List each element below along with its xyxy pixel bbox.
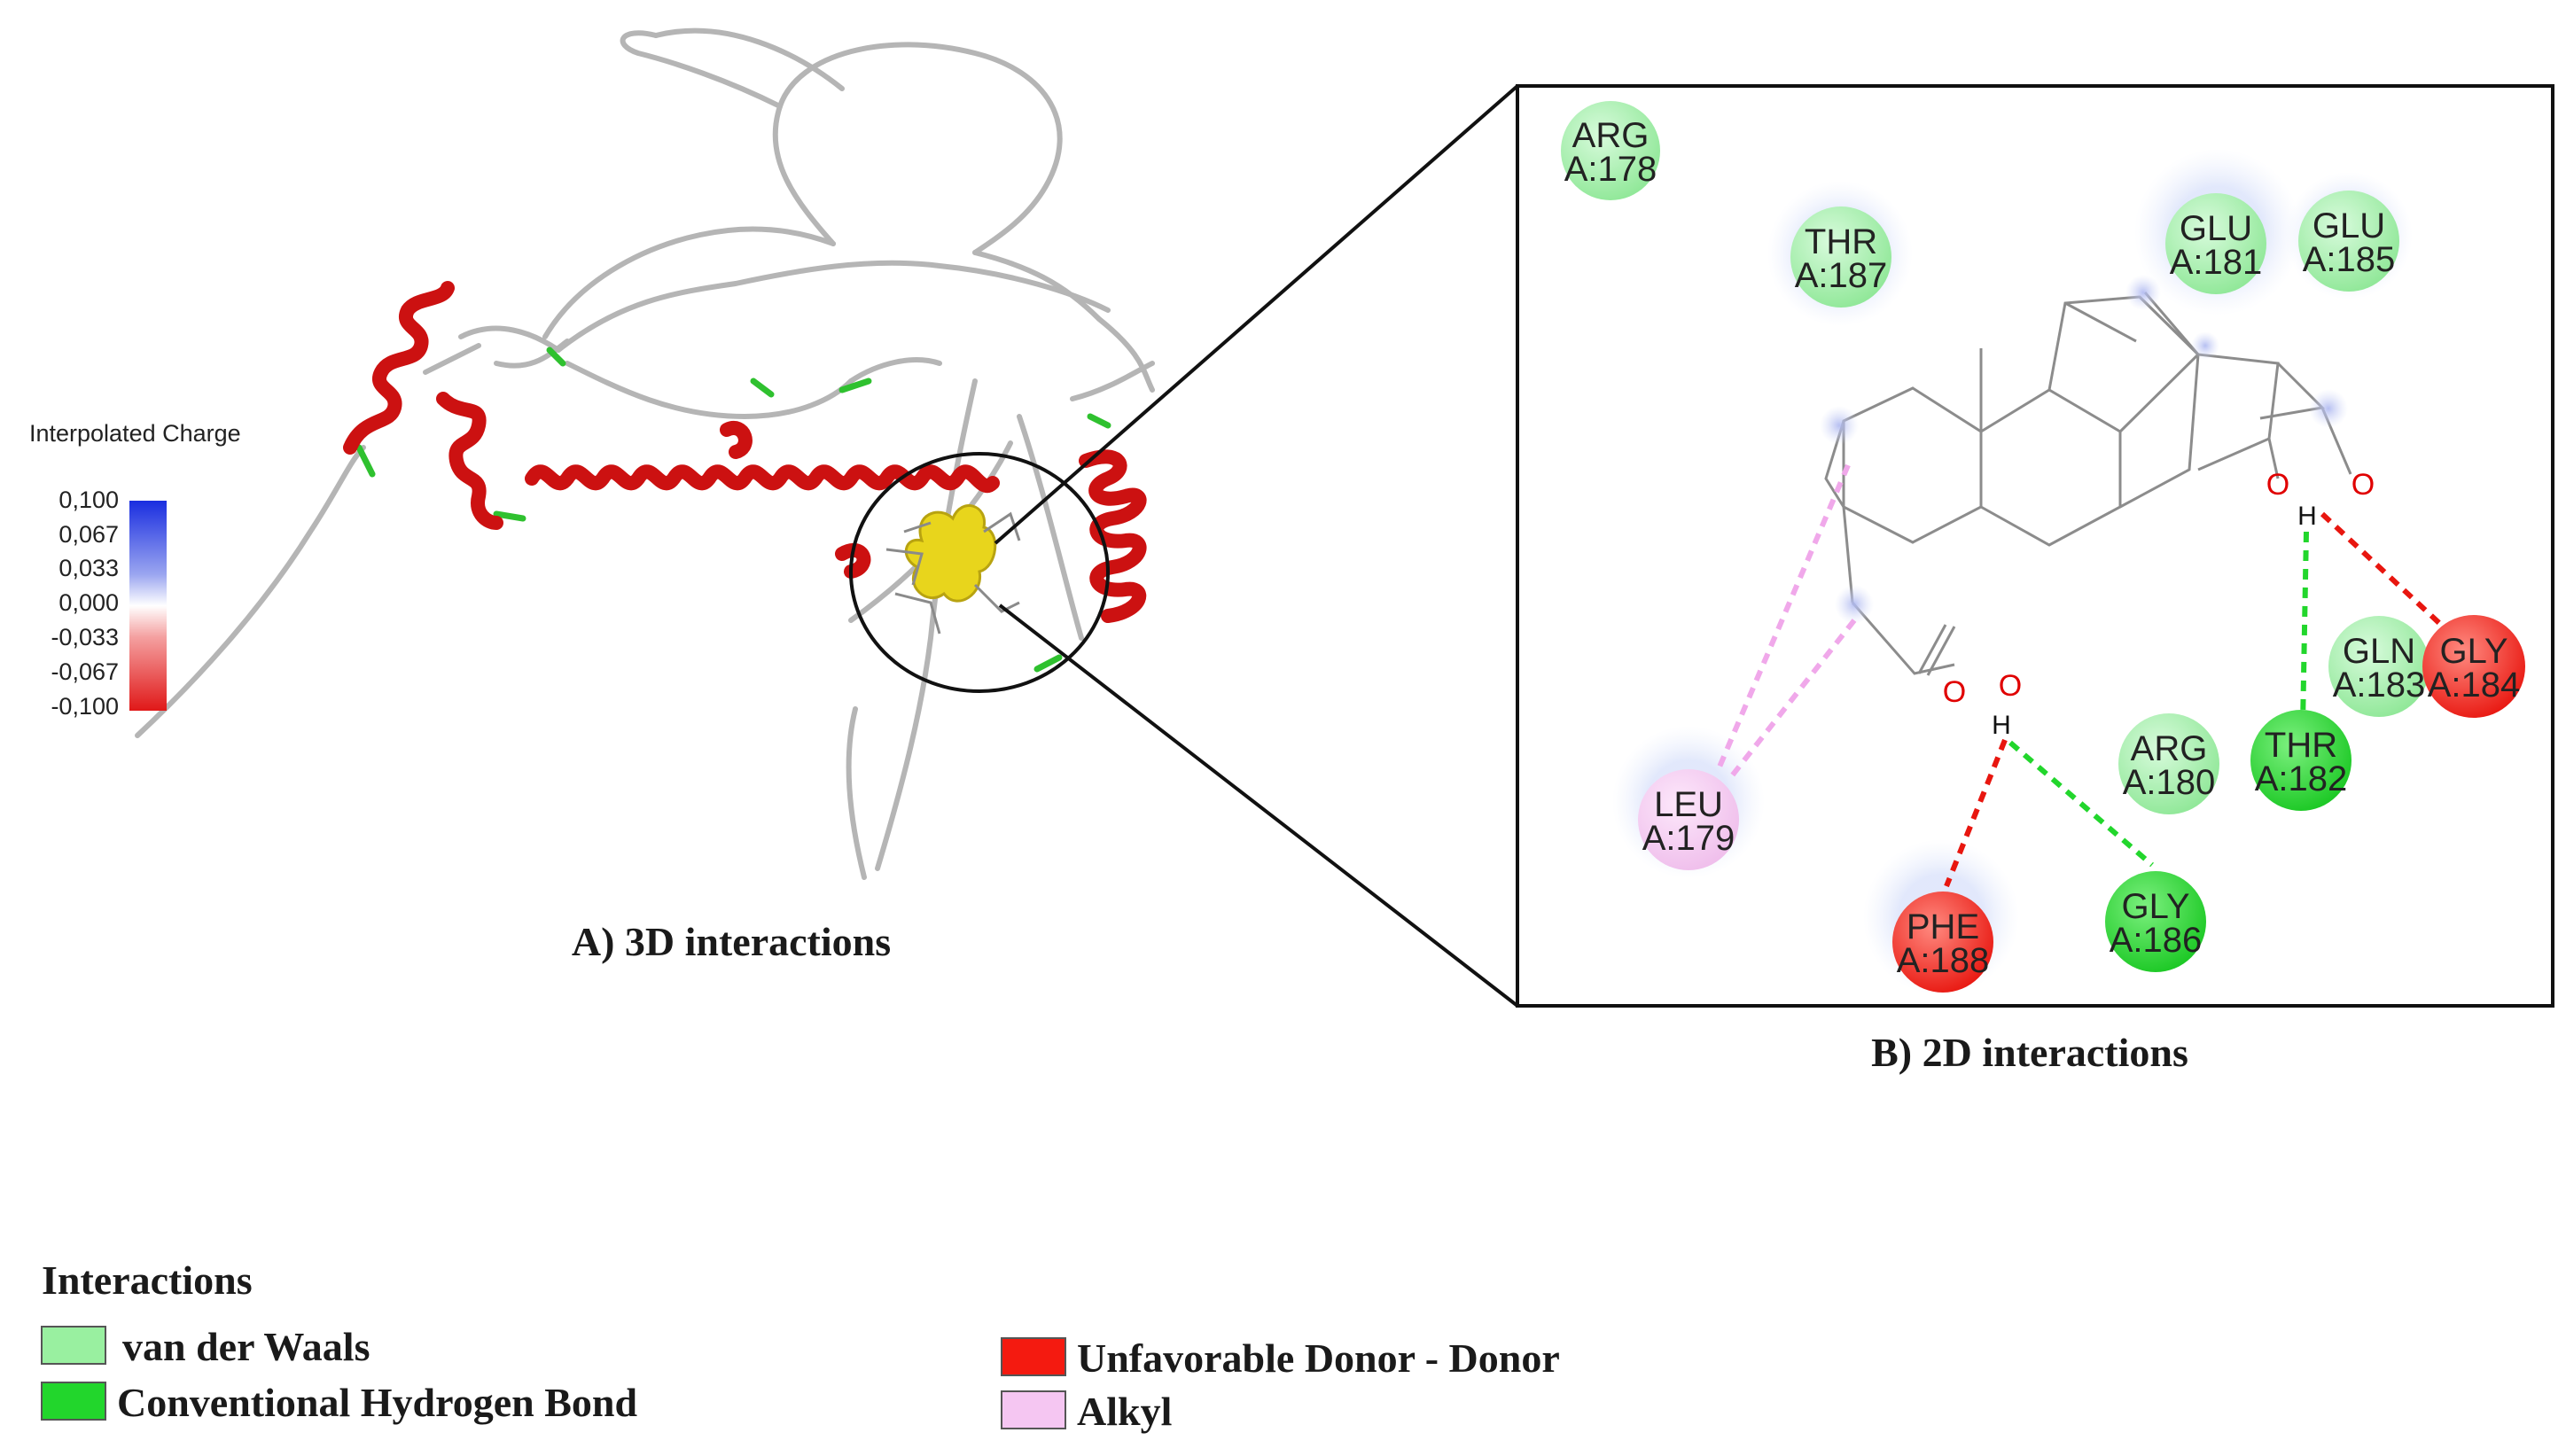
oxygen-atom: O xyxy=(1943,675,1966,709)
legend-title: Interactions xyxy=(42,1257,253,1303)
residue-name: PHE xyxy=(1907,907,1979,946)
residue-disc xyxy=(1790,206,1891,308)
oxygen-atom: O xyxy=(1999,669,2022,703)
legend-swatch-hbond xyxy=(41,1382,106,1421)
legend-label-unfavorable: Unfavorable Donor - Donor xyxy=(1077,1335,1560,1381)
colorbar-title: Interpolated Charge xyxy=(29,420,241,447)
residue-disc xyxy=(1638,769,1739,870)
ligand-charge-blobs xyxy=(1820,275,2348,624)
residue-name: GLY xyxy=(2439,632,2508,671)
residue-number: A:186 xyxy=(2110,921,2203,960)
residue-disc xyxy=(2105,871,2206,972)
colorbar-tick-label: -0,033 xyxy=(51,624,119,650)
colorbar-tick-label: -0,100 xyxy=(51,693,119,720)
residue-disc xyxy=(2422,615,2525,718)
colorbar-tick-label: 0,100 xyxy=(58,487,119,513)
residue-number: A:178 xyxy=(1564,150,1657,189)
legend-swatch-vdw xyxy=(41,1326,106,1365)
alkyl-line-leu179-b xyxy=(1728,619,1857,780)
colorbar-gradient xyxy=(129,501,167,711)
residue-disc xyxy=(2298,191,2399,292)
legend-swatch-unfavorable xyxy=(1001,1337,1066,1376)
ligand-3d xyxy=(885,504,1021,635)
legend-label-alkyl: Alkyl xyxy=(1077,1389,1172,1434)
residue-disc xyxy=(1561,101,1660,200)
hbond-line-thr182 xyxy=(2300,531,2309,726)
residue-name: GLU xyxy=(2313,206,2385,245)
residue-name: ARG xyxy=(2131,729,2208,768)
colorbar-tick-label: 0,067 xyxy=(58,521,119,548)
colorbar-tick-label: 0,033 xyxy=(58,555,119,581)
oxygen-atom: O xyxy=(2266,468,2289,502)
unfavorable-line-phe188 xyxy=(1944,738,2008,888)
residue-disc xyxy=(2328,616,2430,717)
residue-number: A:188 xyxy=(1897,941,1990,980)
hydrogen-atom: H xyxy=(2297,502,2317,531)
residue-number: A:182 xyxy=(2255,759,2348,798)
residue-disc xyxy=(1892,892,1993,993)
residue-name: THR xyxy=(2265,726,2337,765)
residue-disc xyxy=(2165,193,2266,294)
residue-number: A:183 xyxy=(2333,666,2426,705)
hydrogen-atom: H xyxy=(1992,711,2011,740)
residue-number: A:179 xyxy=(1642,819,1735,858)
alpha-helices xyxy=(343,281,1147,623)
residue-name: GLY xyxy=(2121,887,2189,926)
panel-a-caption: A) 3D interactions xyxy=(572,919,891,964)
legend-swatch-alkyl xyxy=(1001,1390,1066,1429)
unfavorable-line-gly184 xyxy=(2320,511,2456,639)
residue-name: ARG xyxy=(1572,116,1650,155)
residue-disc xyxy=(2118,713,2219,814)
legend-label-vdw: van der Waals xyxy=(122,1324,370,1369)
residue-name: THR xyxy=(1805,222,1877,261)
zoom-connectors xyxy=(994,84,1519,1008)
residue-number: A:181 xyxy=(2170,243,2263,282)
charge-colorbar: Interpolated Charge 0,100 0,067 0,033 0,000… xyxy=(29,420,241,720)
interaction-lines xyxy=(1715,463,2456,888)
protein-3d-view xyxy=(135,27,1155,880)
oxygen-atom: O xyxy=(2352,468,2375,502)
interaction-2d-panel: O O O O H H ARGA:178THRA:187GLUA:181GLUA… xyxy=(1516,84,2554,1008)
colorbar-tick-label: 0,000 xyxy=(58,589,119,616)
residue-name: LEU xyxy=(1654,785,1723,824)
panel-b-caption: B) 2D interactions xyxy=(1871,1030,2188,1075)
colorbar-tick-label: -0,067 xyxy=(51,658,119,685)
hbond-line-gly186 xyxy=(2008,740,2154,868)
residue-number: A:187 xyxy=(1795,256,1888,295)
residue-number: A:184 xyxy=(2428,666,2521,705)
residue-number: A:180 xyxy=(2123,763,2216,802)
ligand-atoms: O O O O H H xyxy=(1943,468,2375,740)
residue-number: A:185 xyxy=(2303,240,2396,279)
residue-name: GLN xyxy=(2343,632,2415,671)
residue-discs: ARGA:178THRA:187GLUA:181GLUA:185GLNA:183… xyxy=(1561,101,2525,993)
residue-disc xyxy=(2250,710,2352,811)
interaction-legend: Interactions van der Waals Conventional … xyxy=(41,1257,1560,1434)
turn-segments xyxy=(355,346,1111,673)
residue-name: GLU xyxy=(2180,209,2252,248)
legend-label-hbond: Conventional Hydrogen Bond xyxy=(117,1380,637,1425)
binding-site-circle xyxy=(849,452,1110,693)
